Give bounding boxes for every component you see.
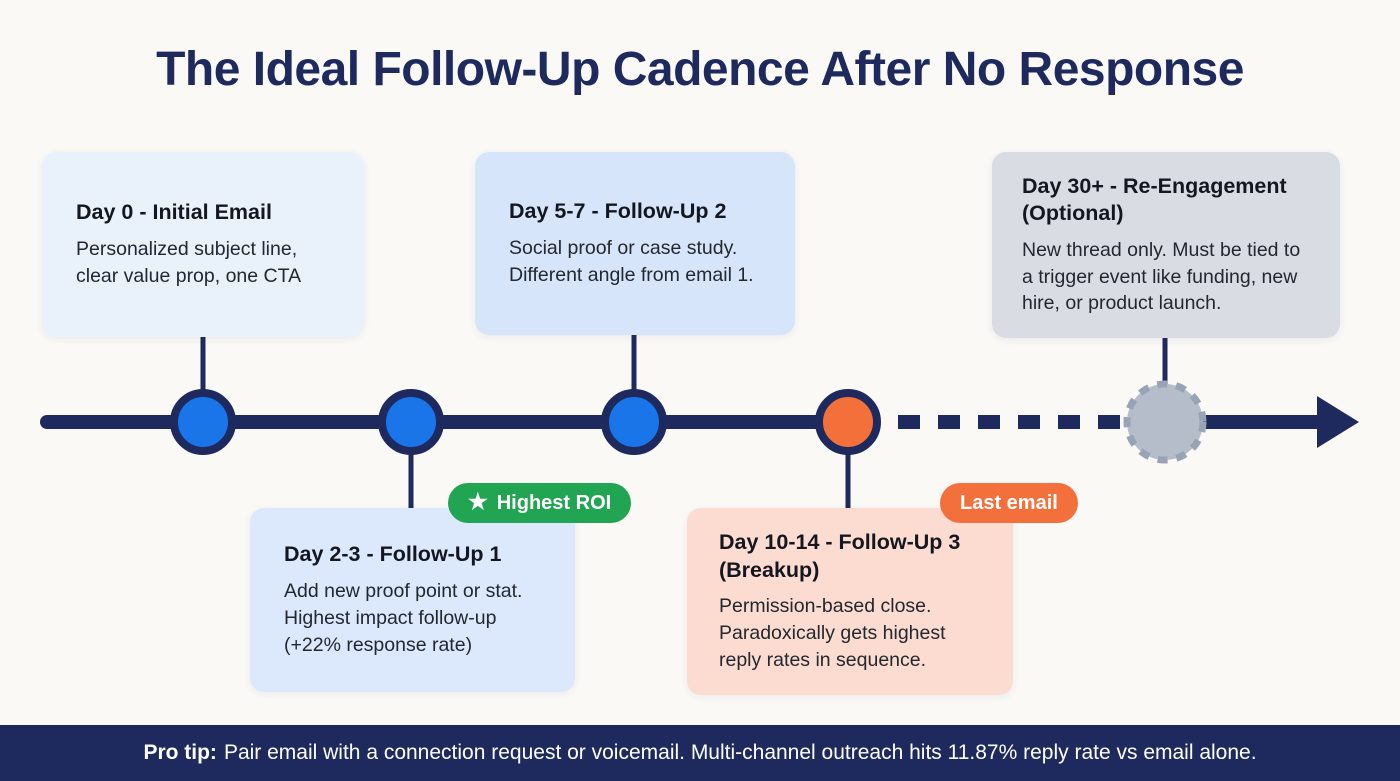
card-title: Day 30+ - Re-Engagement (Optional) <box>1022 173 1287 226</box>
arrow-right-icon <box>1317 396 1359 448</box>
badge-label: Highest ROI <box>496 491 612 514</box>
card-body: Personalized subject line, clear value p… <box>76 237 302 287</box>
card-day-30-re-engagement: Day 30+ - Re-Engagement (Optional) New t… <box>992 152 1340 338</box>
timeline-node-day0 <box>170 389 236 455</box>
card-day-2-3-follow-up-1: Day 2-3 - Follow-Up 1 Add new proof poin… <box>250 508 575 692</box>
page-title: The Ideal Follow-Up Cadence After No Res… <box>156 43 1244 96</box>
card-body: Add new proof point or stat. Highest imp… <box>284 579 523 656</box>
timeline <box>40 335 1359 508</box>
badge-last-email: Last email <box>940 483 1078 523</box>
card-day-10-14-follow-up-3-breakup: Day 10-14 - Follow-Up 3 (Breakup) Permis… <box>687 508 1013 695</box>
timeline-node-day5-7 <box>601 389 667 455</box>
star-icon: ★ <box>468 489 488 514</box>
card-title: Day 5-7 - Follow-Up 2 <box>509 199 727 224</box>
card-body: Permission-based close. Paradoxically ge… <box>719 595 946 671</box>
card-body: Social proof or case study. Different an… <box>509 236 754 286</box>
badge-label: Last email <box>960 491 1058 514</box>
card-title: Day 10-14 - Follow-Up 3 (Breakup) <box>719 530 961 582</box>
pro-tip-label: Pro tip: <box>143 741 217 764</box>
card-title: Day 0 - Initial Email <box>76 200 272 225</box>
card-day-5-7-follow-up-2: Day 5-7 - Follow-Up 2 Social proof or ca… <box>475 152 795 335</box>
timeline-node-day2-3 <box>378 389 444 455</box>
badge-highest-roi: ★ Highest ROI <box>448 483 632 523</box>
card-day-0-initial-email: Day 0 - Initial Email Personalized subje… <box>42 152 364 337</box>
pro-tip-bar: Pro tip: Pair email with a connection re… <box>0 725 1400 781</box>
timeline-node-day10-14 <box>815 389 881 455</box>
pro-tip-text: Pair email with a connection request or … <box>223 741 1257 764</box>
card-title: Day 2-3 - Follow-Up 1 <box>284 542 502 567</box>
card-body: New thread only. Must be tied to a trigg… <box>1022 238 1301 315</box>
timeline-node-day30-optional <box>1123 380 1207 464</box>
